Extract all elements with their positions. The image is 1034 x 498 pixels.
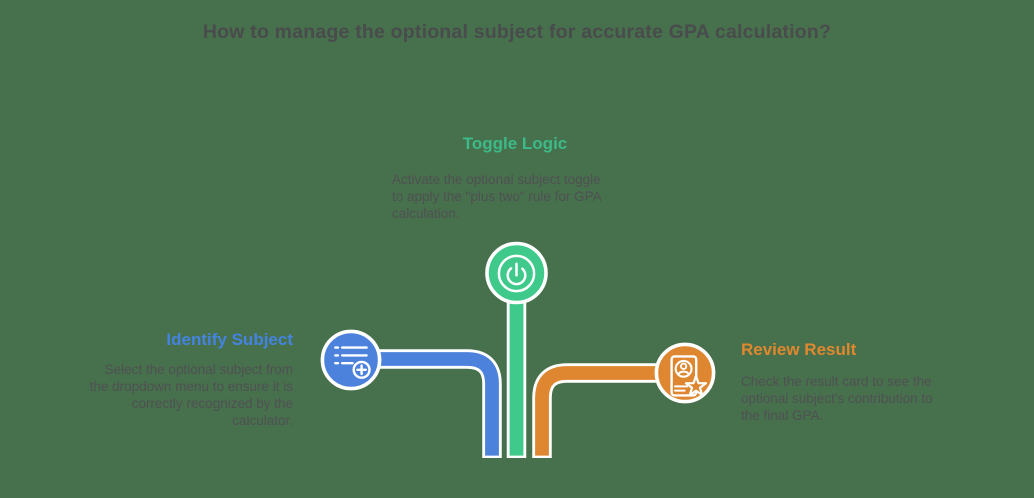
step-description-review-result: Check the result card to see the optiona… bbox=[741, 373, 981, 424]
step-node-identify bbox=[320, 329, 382, 391]
step-description-line: calculator. bbox=[232, 413, 293, 428]
step-description-toggle-logic: Activate the optional subject toggle to … bbox=[392, 171, 638, 222]
step-heading-identify-subject: Identify Subject bbox=[166, 330, 293, 349]
star-icon bbox=[684, 374, 708, 397]
step-description-identify-subject: Select the optional subject from the dro… bbox=[43, 361, 293, 429]
id-card-star-icon bbox=[670, 355, 708, 397]
list-add-icon bbox=[334, 346, 371, 379]
step-review-result: Review Result Check the result card to s… bbox=[741, 339, 981, 424]
step-description-line: calculation. bbox=[392, 206, 460, 221]
step-description-line: Check the result card to see the bbox=[741, 374, 932, 389]
step-description-line: the final GPA. bbox=[741, 408, 824, 423]
step-node-toggle bbox=[485, 241, 548, 305]
connector-blue bbox=[351, 349, 502, 458]
step-node-review bbox=[654, 342, 716, 404]
step-description-line: correctly recognized by the bbox=[131, 396, 293, 411]
connector-orange bbox=[532, 363, 685, 458]
step-description-line: optional subject's contribution to bbox=[741, 391, 933, 406]
page-title: How to manage the optional subject for a… bbox=[202, 21, 832, 43]
step-description-line: Select the optional subject from bbox=[104, 362, 293, 377]
step-toggle-logic: Toggle Logic Activate the optional subje… bbox=[392, 133, 638, 222]
step-heading-toggle-logic: Toggle Logic bbox=[462, 134, 568, 153]
step-description-line: to apply the "plus two" rule for GPA bbox=[392, 189, 602, 204]
step-heading-review-result: Review Result bbox=[741, 340, 857, 359]
step-description-line: Activate the optional subject toggle bbox=[392, 172, 601, 187]
step-description-line: the dropdown menu to ensure it is bbox=[89, 379, 293, 394]
step-identify-subject: Identify Subject Select the optional sub… bbox=[43, 329, 293, 429]
power-icon bbox=[506, 262, 527, 286]
